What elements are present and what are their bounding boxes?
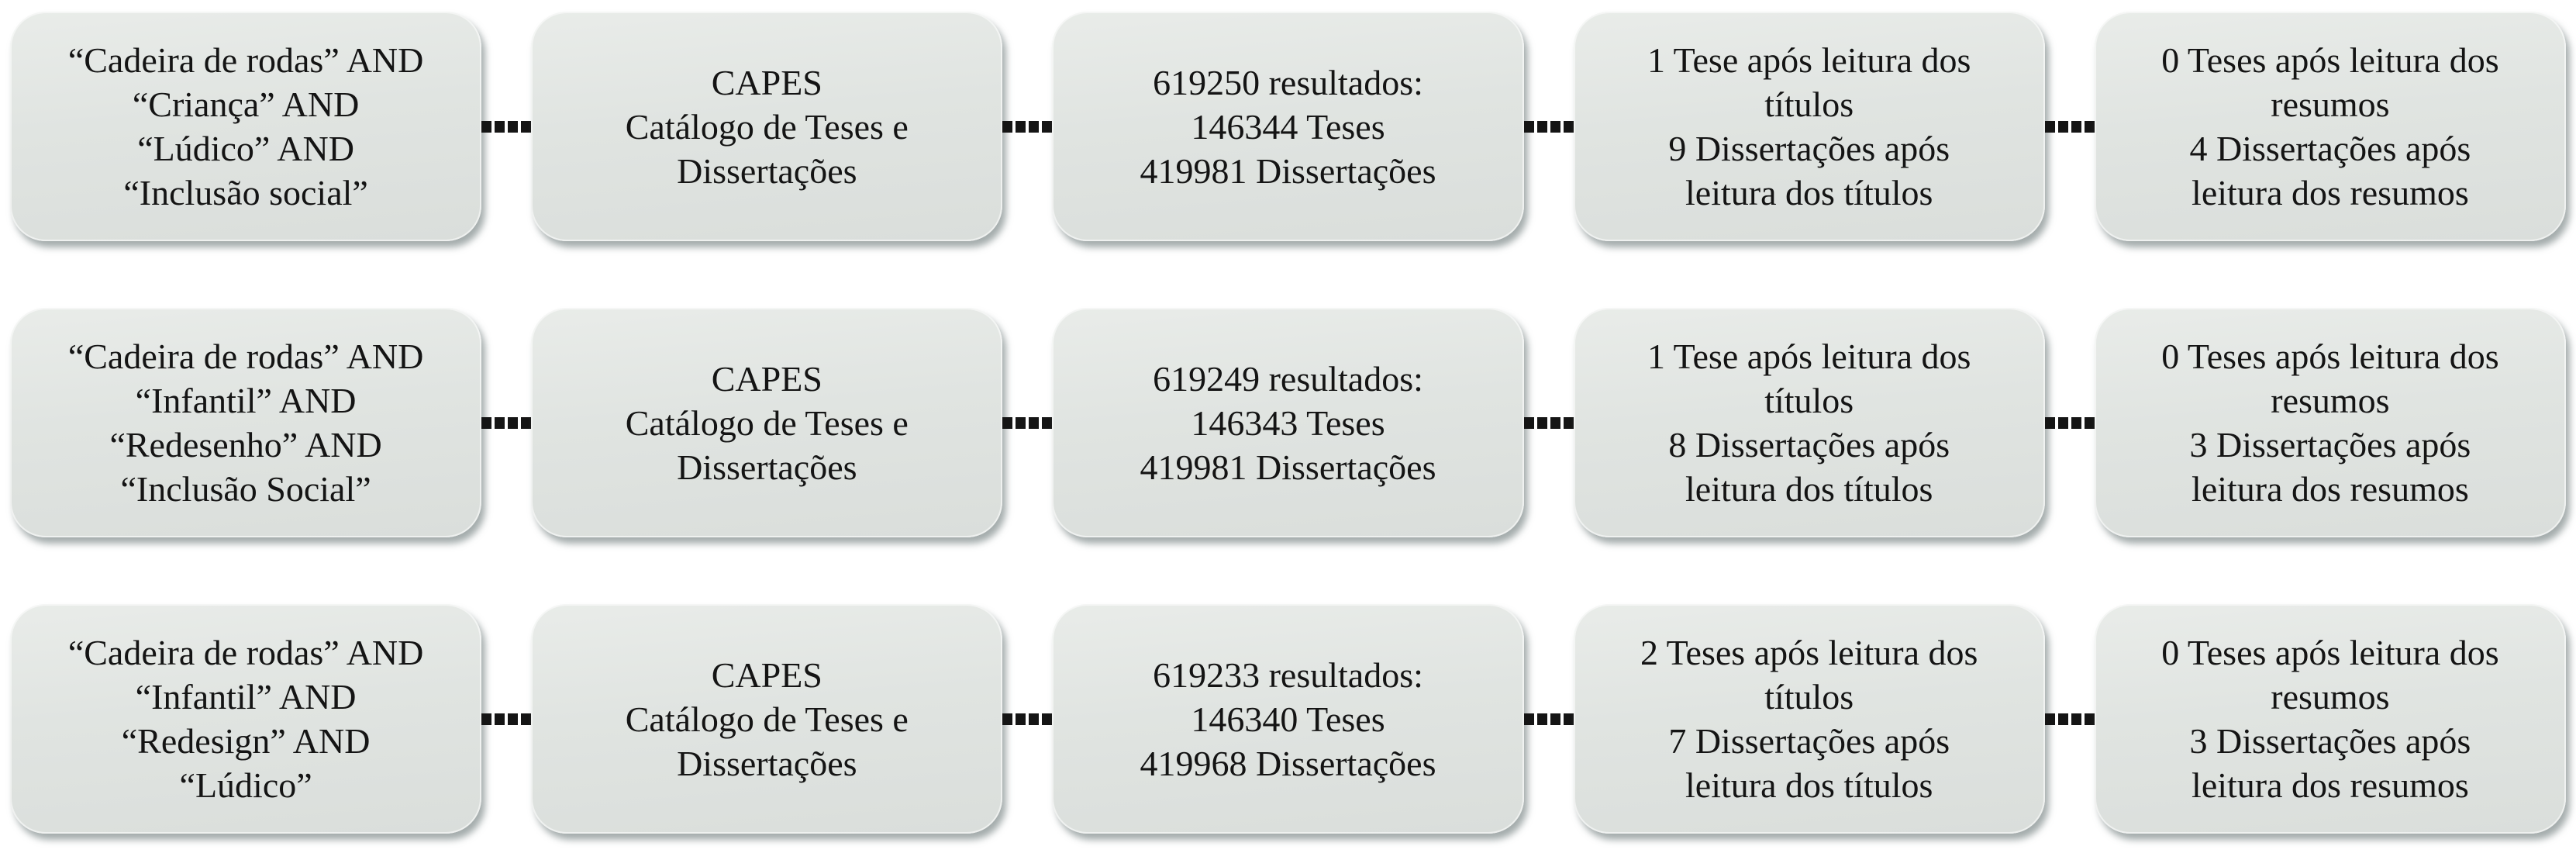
results-count-box: 619233 resultados: 146340 Teses 419968 D… <box>1052 604 1524 834</box>
abstracts-line: 3 Dissertações após <box>2189 425 2471 464</box>
query-line: “Cadeira de rodas” AND <box>67 40 424 80</box>
titles-line: 9 Dissertações após <box>1668 129 1950 168</box>
query-line: “Inclusão social” <box>123 173 368 212</box>
database-line: CAPES <box>711 358 822 399</box>
database-line: CAPES <box>711 654 822 695</box>
database-box: CAPES Catálogo de Teses e Dissertações <box>531 12 1003 241</box>
titles-line: leitura dos títulos <box>1685 173 1933 212</box>
abstracts-line: resumos <box>2271 85 2390 124</box>
query-line: “Inclusão Social” <box>120 469 371 509</box>
database-line: Dissertações <box>677 447 857 487</box>
abstracts-line: leitura dos resumos <box>2191 173 2469 212</box>
abstracts-line: leitura dos resumos <box>2191 765 2469 805</box>
database-line: CAPES <box>711 62 822 102</box>
results-line: 619250 resultados: <box>1153 62 1423 102</box>
titles-line: 7 Dissertações após <box>1668 721 1950 761</box>
query-box: “Cadeira de rodas” AND “Infantil” AND “R… <box>10 604 482 834</box>
titles-line: 1 Tese após leitura dos <box>1647 337 1971 376</box>
results-count-box: 619250 resultados: 146344 Teses 419981 D… <box>1052 12 1524 241</box>
results-line: 146344 Teses <box>1191 106 1385 147</box>
dotted-connector <box>1523 416 1574 429</box>
abstracts-line: 0 Teses após leitura dos <box>2161 633 2499 672</box>
abstracts-line: 4 Dissertações após <box>2189 129 2471 168</box>
dotted-connector <box>2044 713 2095 725</box>
abstracts-screening-box: 0 Teses após leitura dos resumos 3 Disse… <box>2094 604 2567 834</box>
search-row-1: “Cadeira de rodas” AND “Criança” AND “Lú… <box>10 12 2567 241</box>
database-box: CAPES Catálogo de Teses e Dissertações <box>531 604 1003 834</box>
database-line: Dissertações <box>677 743 857 783</box>
dotted-connector <box>481 713 532 725</box>
results-line: 419981 Dissertações <box>1140 150 1436 191</box>
dotted-connector <box>481 416 532 429</box>
query-line: “Lúdico” AND <box>137 129 354 168</box>
titles-line: 8 Dissertações após <box>1668 425 1950 464</box>
titles-screening-box: 2 Teses após leitura dos títulos 7 Disse… <box>1573 604 2045 834</box>
titles-line: 1 Tese após leitura dos <box>1647 40 1971 80</box>
results-line: 146340 Teses <box>1191 699 1385 739</box>
dotted-connector <box>1523 120 1574 133</box>
database-box: CAPES Catálogo de Teses e Dissertações <box>531 308 1003 537</box>
titles-line: leitura dos títulos <box>1685 469 1933 509</box>
results-line: 419981 Dissertações <box>1140 447 1436 487</box>
query-line: “Infantil” AND <box>135 677 357 717</box>
abstracts-line: leitura dos resumos <box>2191 469 2469 509</box>
abstracts-line: 0 Teses após leitura dos <box>2161 40 2499 80</box>
results-line: 146343 Teses <box>1191 402 1385 443</box>
results-line: 619249 resultados: <box>1153 358 1423 399</box>
abstracts-line: resumos <box>2271 677 2390 717</box>
dotted-connector <box>1002 713 1053 725</box>
database-line: Catálogo de Teses e <box>625 106 909 147</box>
query-box: “Cadeira de rodas” AND “Infantil” AND “R… <box>10 308 482 537</box>
titles-line: 2 Teses após leitura dos <box>1640 633 1978 672</box>
dotted-connector <box>481 120 532 133</box>
query-line: “Cadeira de rodas” AND <box>67 337 424 376</box>
results-count-box: 619249 resultados: 146343 Teses 419981 D… <box>1052 308 1524 537</box>
dotted-connector <box>2044 120 2095 133</box>
query-line: “Lúdico” <box>179 765 312 805</box>
titles-screening-box: 1 Tese após leitura dos títulos 9 Disser… <box>1573 12 2045 241</box>
query-box: “Cadeira de rodas” AND “Criança” AND “Lú… <box>10 12 482 241</box>
database-line: Catálogo de Teses e <box>625 699 909 739</box>
search-row-2: “Cadeira de rodas” AND “Infantil” AND “R… <box>10 308 2567 537</box>
abstracts-line: 0 Teses após leitura dos <box>2161 337 2499 376</box>
search-row-3: “Cadeira de rodas” AND “Infantil” AND “R… <box>10 604 2567 834</box>
query-line: “Redesign” AND <box>121 721 371 761</box>
dotted-connector <box>1002 416 1053 429</box>
results-line: 619233 resultados: <box>1153 654 1423 695</box>
titles-line: títulos <box>1764 85 1854 124</box>
query-line: “Cadeira de rodas” AND <box>67 633 424 672</box>
query-line: “Infantil” AND <box>135 381 357 420</box>
query-line: “Criança” AND <box>132 85 360 124</box>
abstracts-line: 3 Dissertações após <box>2189 721 2471 761</box>
results-line: 419968 Dissertações <box>1140 743 1436 783</box>
titles-line: leitura dos títulos <box>1685 765 1933 805</box>
titles-line: títulos <box>1764 677 1854 717</box>
titles-line: títulos <box>1764 381 1854 420</box>
dotted-connector <box>1002 120 1053 133</box>
abstracts-screening-box: 0 Teses após leitura dos resumos 3 Disse… <box>2094 308 2567 537</box>
abstracts-line: resumos <box>2271 381 2390 420</box>
database-line: Catálogo de Teses e <box>625 402 909 443</box>
query-line: “Redesenho” AND <box>109 425 382 464</box>
dotted-connector <box>2044 416 2095 429</box>
dotted-connector <box>1523 713 1574 725</box>
database-line: Dissertações <box>677 150 857 191</box>
titles-screening-box: 1 Tese após leitura dos títulos 8 Disser… <box>1573 308 2045 537</box>
abstracts-screening-box: 0 Teses após leitura dos resumos 4 Disse… <box>2094 12 2567 241</box>
